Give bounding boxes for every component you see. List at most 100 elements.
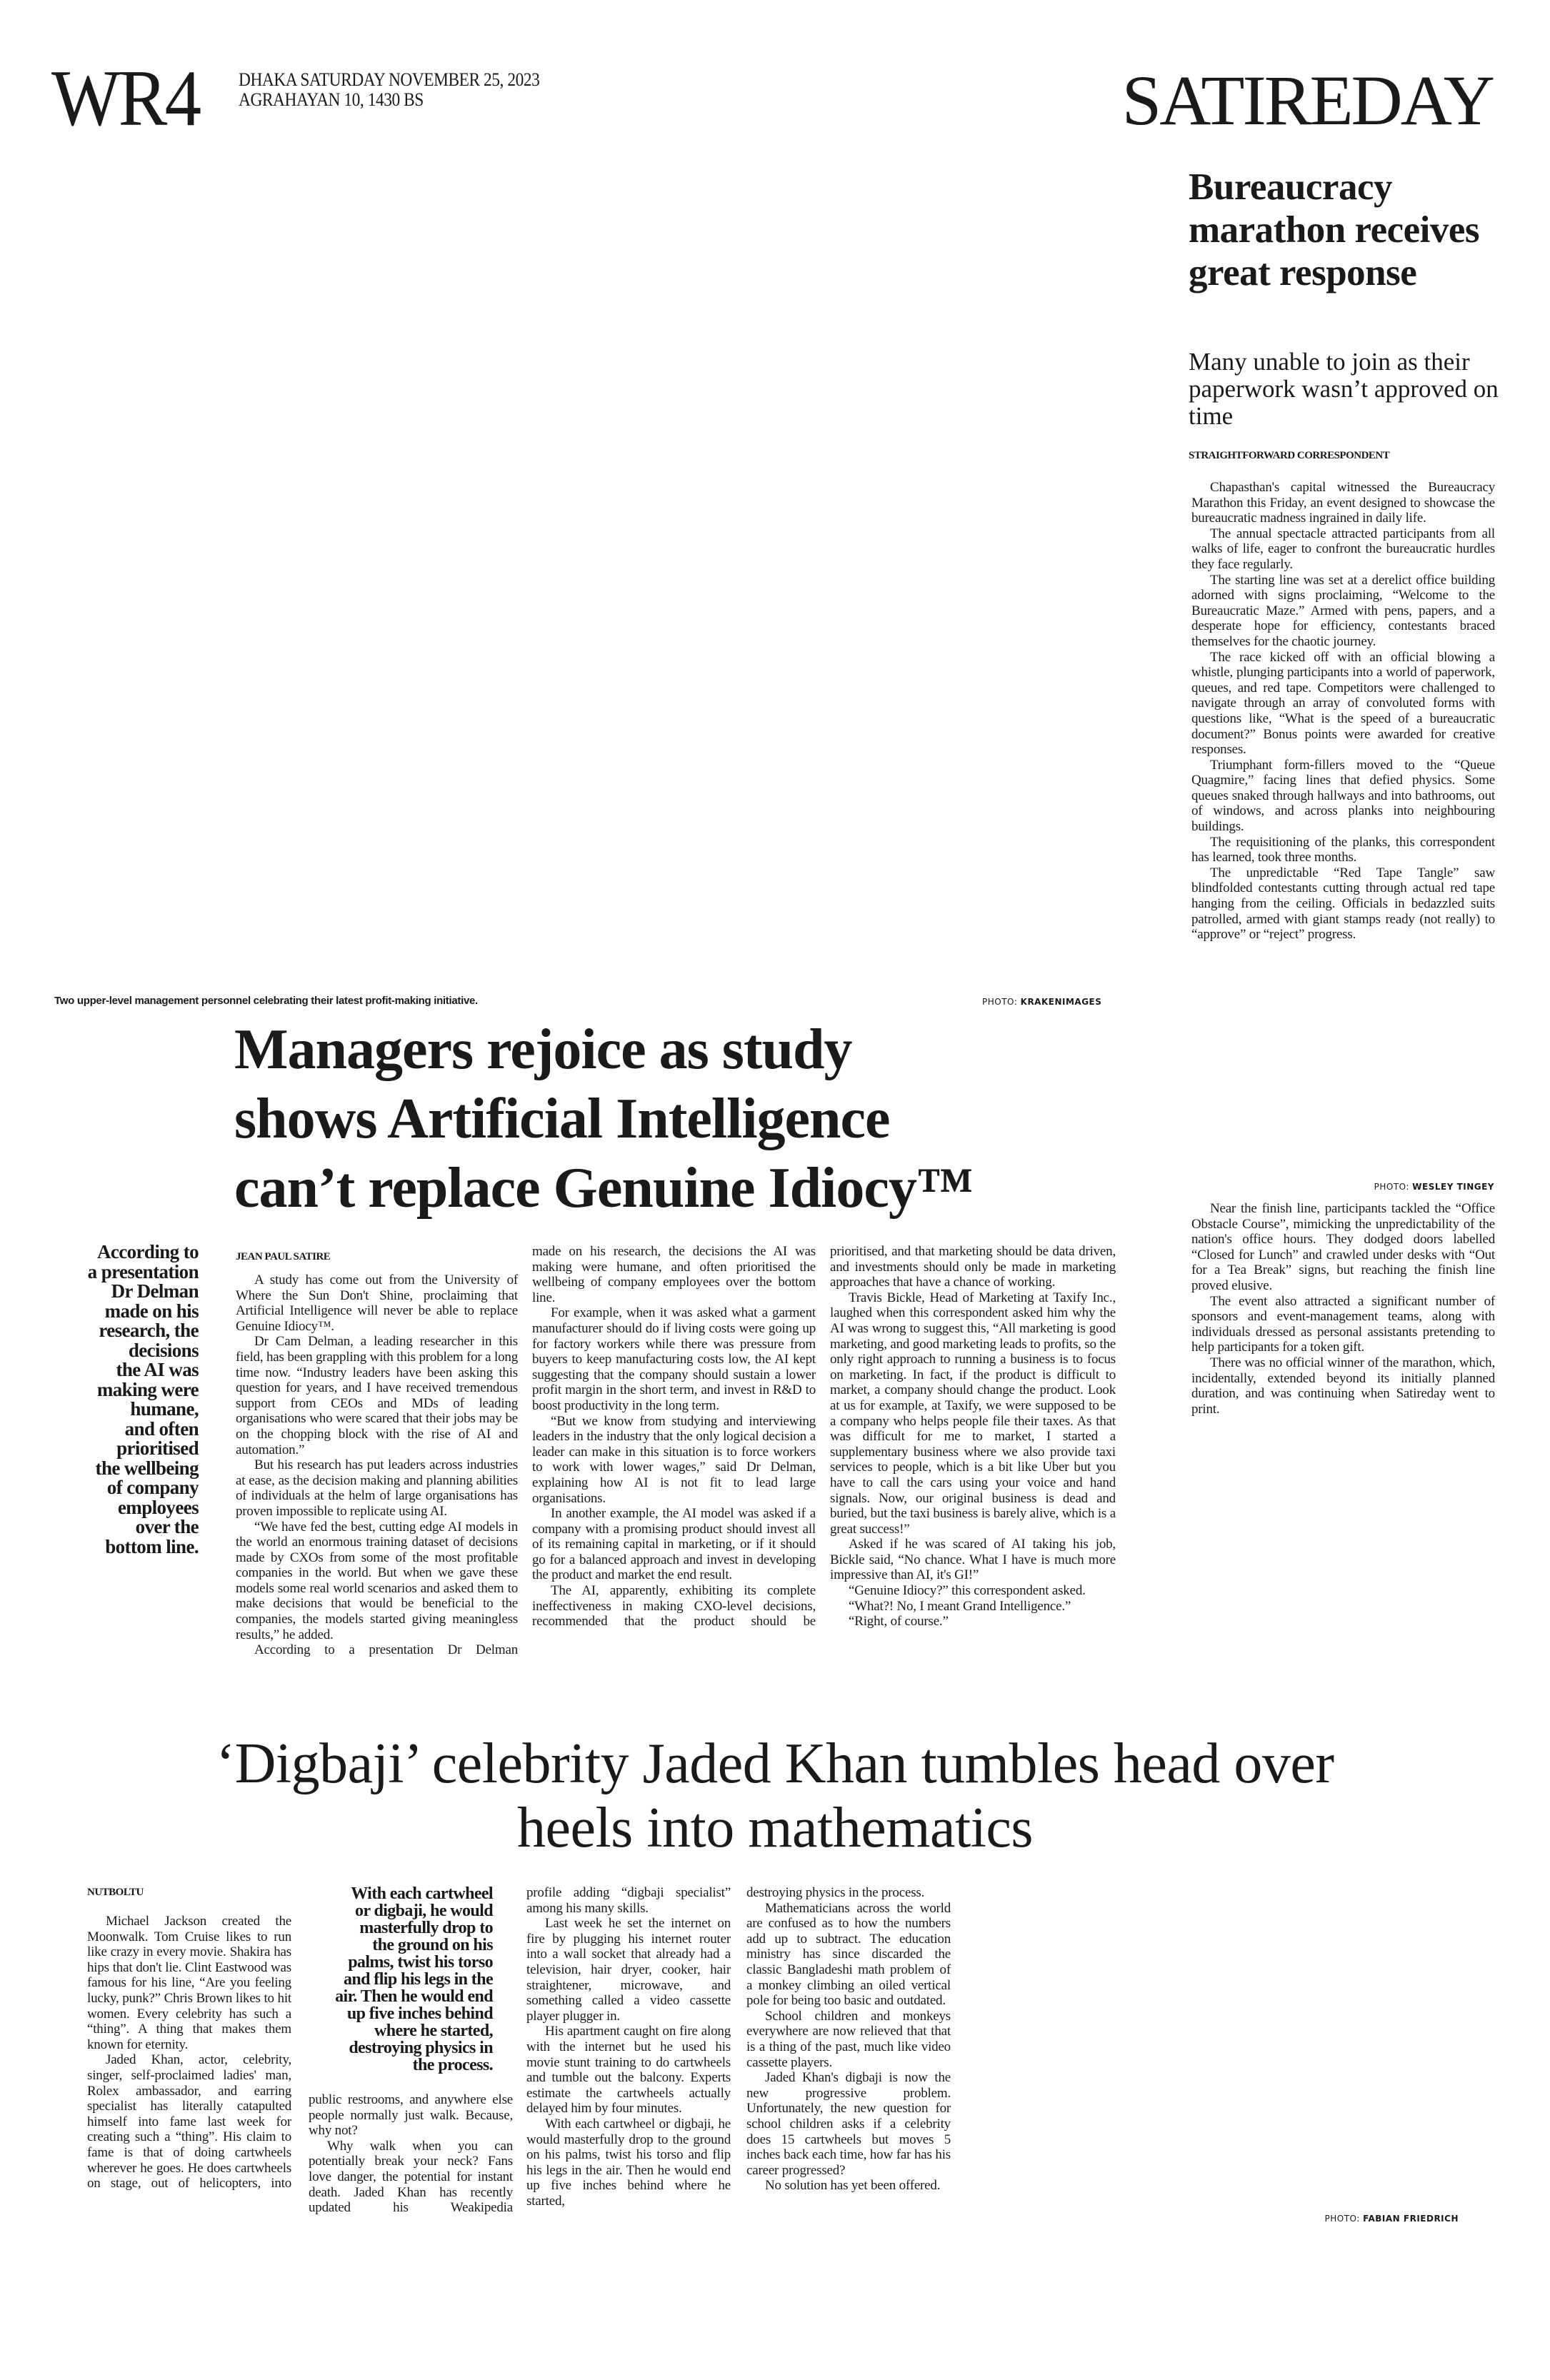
marathon-photo-credit: PHOTO: WESLEY TINGEY xyxy=(1374,1182,1494,1192)
marathon-subhead: Many unable to join as their paperwork w… xyxy=(1189,348,1499,430)
paragraph: The race kicked off with an official blo… xyxy=(1191,649,1495,758)
pull-quote-line: prioritised xyxy=(116,1437,199,1459)
credit-label: PHOTO: xyxy=(1324,2214,1360,2224)
paragraph: The requisitioning of the planks, this c… xyxy=(1191,834,1495,865)
paragraph: made on his research, the decisions the … xyxy=(532,1244,816,1305)
paragraph: profile adding “digbaji specialist” amon… xyxy=(526,1885,731,1916)
digbaji-col-3: profile adding “digbaji specialist” amon… xyxy=(526,1885,731,2209)
digbaji-col-4: destroying physics in the process.Mathem… xyxy=(746,1885,951,2194)
pull-quote-line: bottom line. xyxy=(105,1535,199,1557)
pull-quote-line: humane, xyxy=(130,1398,199,1420)
headline-line: Managers rejoice as study xyxy=(234,1018,853,1081)
paragraph: Jaded Khan's digbaji is now the new prog… xyxy=(746,2070,951,2178)
pull-quote-line: or digbaji, he would xyxy=(355,1902,494,1920)
pull-quote-line: and flip his legs in the xyxy=(344,1970,494,1989)
digbaji-col-1: Michael Jackson created the Moonwalk. To… xyxy=(87,1914,291,2191)
marathon-headline: Bureaucracy marathon receives great resp… xyxy=(1189,166,1480,293)
pull-quote-line: research, the xyxy=(99,1320,199,1341)
paragraph: destroying physics in the process. xyxy=(746,1885,925,1900)
date-bangla: AGRAHAYAN 10, 1430 BS xyxy=(239,89,424,110)
managers-col-1: A study has come out from the University… xyxy=(236,1272,518,1658)
marathon-byline: STRAIGHTFORWARD CORRESPONDENT xyxy=(1189,450,1390,461)
credit-name: KRAKENIMAGES xyxy=(1020,997,1102,1007)
pull-quote-line: made on his xyxy=(104,1300,199,1322)
digbaji-photo-credit: PHOTO: FABIAN FRIEDRICH xyxy=(1325,2214,1459,2224)
pull-quote-line: air. Then he would end xyxy=(335,1987,493,2006)
headline-line: ‘Digbaji’ celebrity Jaded Khan tumbles h… xyxy=(216,1732,1334,1795)
paragraph: “But we know from studying and interview… xyxy=(532,1413,816,1506)
credit-name: WESLEY TINGEY xyxy=(1412,1182,1494,1192)
paragraph: But his research has put leaders across … xyxy=(236,1457,518,1519)
paragraph: His apartment caught on fire along with … xyxy=(526,2024,731,2117)
pull-quote-line: Dr Delman xyxy=(111,1280,199,1302)
paragraph: Dr Cam Delman, a leading researcher in t… xyxy=(236,1334,518,1457)
paragraph: Mathematicians across the world are conf… xyxy=(746,1900,951,2009)
pull-quote-line: the wellbeing xyxy=(95,1457,199,1479)
managers-headline: Managers rejoice as study shows Artifici… xyxy=(234,1015,1149,1223)
pull-quote-line: the ground on his xyxy=(372,1936,493,1954)
paragraph: For example, when it was asked what a ga… xyxy=(532,1305,816,1413)
paragraph: Why walk when you can potentially break … xyxy=(309,2138,513,2216)
pull-quote-line: the AI was xyxy=(116,1359,199,1380)
paragraph: There was no official winner of the mara… xyxy=(1191,1355,1495,1417)
pull-quote-line: masterfully drop to xyxy=(359,1919,493,1937)
headline-line: shows Artificial Intelligence xyxy=(234,1088,891,1150)
pull-quote-line: up five inches behind xyxy=(346,2004,494,2023)
marathon-body-top: Chapasthan's capital witnessed the Burea… xyxy=(1191,480,1495,943)
managers-photo xyxy=(43,157,1114,985)
pull-quote-line: a presentation xyxy=(87,1260,199,1282)
digbaji-col-2: public restrooms, and anywhere else peop… xyxy=(309,2092,513,2216)
paragraph: “What?! No, I meant Grand Intelligence.” xyxy=(849,1598,1071,1614)
paragraph: In another example, the AI model was ask… xyxy=(532,1506,816,1583)
paragraph: School children and monkeys everywhere a… xyxy=(746,2008,951,2070)
pull-quote-line: destroying physics in xyxy=(349,2039,493,2057)
marathon-body-bottom: Near the finish line, participants tackl… xyxy=(1191,1201,1495,1417)
managers-byline: JEAN PAUL SATIRE xyxy=(236,1251,331,1262)
paragraph: The annual spectacle attracted participa… xyxy=(1191,526,1495,572)
pull-quote-line: over the xyxy=(135,1516,199,1537)
paragraph: A study has come out from the University… xyxy=(236,1272,518,1334)
pull-quote-line: employees xyxy=(117,1496,199,1518)
pull-quote-line: With each cartwheel xyxy=(351,1884,493,1903)
pull-quote-line: where he started, xyxy=(374,2022,494,2040)
pull-quote-line: of company xyxy=(106,1477,199,1498)
paragraph: “Right, of course.” xyxy=(849,1614,949,1630)
marathon-photo xyxy=(1171,1000,1500,1178)
paragraph: Michael Jackson created the Moonwalk. To… xyxy=(87,1914,291,2052)
headline-line: can’t replace Genuine Idiocy™ xyxy=(234,1157,974,1220)
paragraph: The starting line was set at a derelict … xyxy=(1191,572,1495,649)
paragraph: “We have fed the best, cutting edge AI m… xyxy=(236,1519,518,1642)
paragraph: With each cartwheel or digbaji, he would… xyxy=(526,2116,731,2209)
managers-col-2: made on his research, the decisions the … xyxy=(532,1244,816,1630)
paragraph: Jaded Khan, actor, celebrity, singer, se… xyxy=(87,2052,291,2191)
digbaji-photo xyxy=(964,1885,1500,2206)
page-folio: WR4 xyxy=(51,54,201,143)
paragraph: The event also attracted a significant n… xyxy=(1191,1293,1495,1355)
paragraph: prioritised, and that marketing should b… xyxy=(830,1244,1116,1290)
pull-quote-line: and often xyxy=(124,1417,199,1440)
paragraph: Triumphant form-fillers moved to the “Qu… xyxy=(1191,757,1495,835)
paragraph: According to a presentation Dr Delman xyxy=(254,1642,518,1658)
paragraph: The AI, apparently, exhibiting its compl… xyxy=(532,1583,816,1630)
paragraph: Last week he set the internet on fire by… xyxy=(526,1916,731,2024)
date-gregorian: DHAKA SATURDAY NOVEMBER 25, 2023 xyxy=(239,69,540,90)
digbaji-headline: ‘Digbaji’ celebrity Jaded Khan tumbles h… xyxy=(71,1732,1479,1860)
paragraph: The unpredictable “Red Tape Tangle” saw … xyxy=(1191,865,1495,943)
section-title: SATIREDAY xyxy=(1121,61,1495,140)
paragraph: Near the finish line, participants tackl… xyxy=(1191,1201,1495,1293)
headline-line: heels into mathematics xyxy=(516,1797,1034,1859)
paragraph: Chapasthan's capital witnessed the Burea… xyxy=(1191,480,1495,526)
managers-photo-caption: Two upper-level management personnel cel… xyxy=(54,995,478,1007)
credit-label: PHOTO: xyxy=(982,997,1018,1007)
paragraph: “Genuine Idiocy?” this correspondent ask… xyxy=(849,1583,1086,1599)
dateline: DHAKA SATURDAY NOVEMBER 25, 2023 AGRAHAY… xyxy=(239,69,540,110)
paragraph: No solution has yet been offered. xyxy=(765,2178,941,2194)
paragraph: Asked if he was scared of AI taking his … xyxy=(830,1537,1116,1583)
pull-quote-line: palms, twist his torso xyxy=(348,1953,493,1972)
digbaji-byline: NUTBOLTU xyxy=(87,1887,144,1898)
managers-photo-credit: PHOTO: KRAKENIMAGES xyxy=(982,997,1101,1007)
pull-quote-line: the process. xyxy=(412,2056,494,2074)
pull-quote-line: making were xyxy=(96,1378,199,1400)
